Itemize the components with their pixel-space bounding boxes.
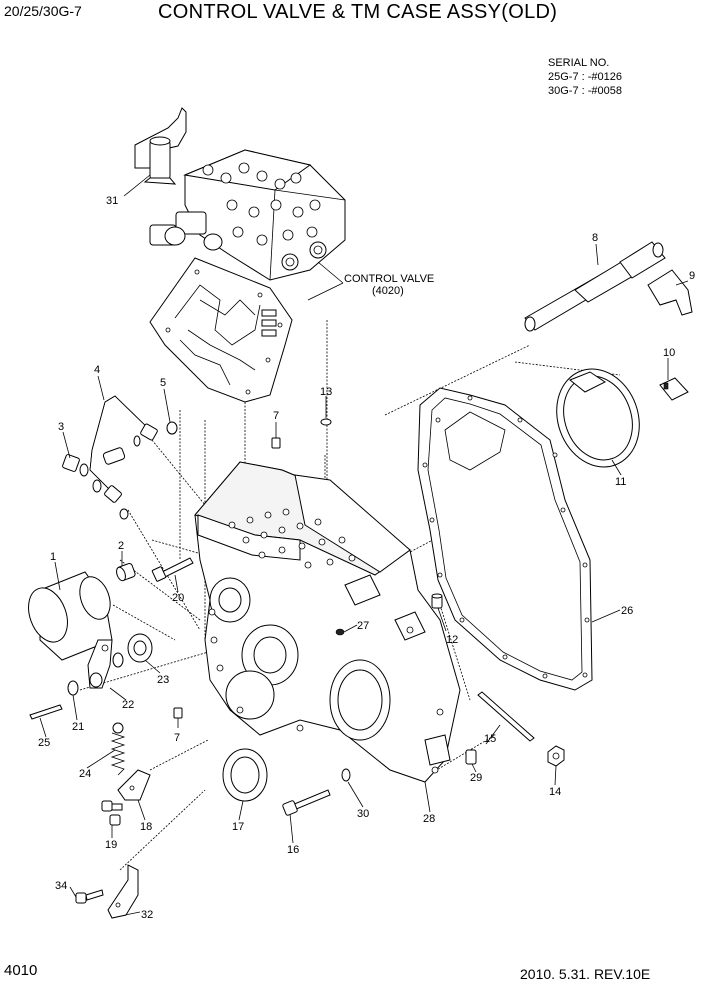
callout-26: 26	[621, 605, 633, 617]
page-title: CONTROL VALVE & TM CASE ASSY(OLD)	[158, 1, 558, 23]
bolt-16	[282, 789, 331, 816]
model-label: 20/25/30G-7	[4, 3, 82, 19]
stud-15	[477, 691, 535, 742]
washer-30	[341, 768, 351, 782]
callout-29: 29	[470, 772, 482, 784]
callout-32: 32	[141, 909, 153, 921]
shaft-8	[524, 241, 666, 332]
callout-24: 24	[79, 768, 91, 780]
callout-31: 31	[106, 195, 118, 207]
leader-lines	[39, 174, 689, 916]
gasket-23	[112, 633, 153, 668]
control-valve-code: (4020)	[372, 285, 404, 297]
oring-13	[320, 418, 332, 426]
plug-27	[335, 628, 345, 636]
callout-22: 22	[122, 699, 134, 711]
callout-17: 17	[232, 821, 244, 833]
gasket-26	[417, 387, 593, 691]
transmission-case	[194, 461, 461, 783]
callout-8: 8	[592, 232, 598, 244]
rod-25	[29, 704, 63, 720]
callout-28: 28	[423, 813, 435, 825]
callout-23: 23	[157, 674, 169, 686]
fitting-5	[102, 421, 178, 520]
band-11	[556, 368, 640, 468]
callout-7-lower: 7	[174, 732, 180, 744]
seal-17	[222, 748, 268, 802]
plug-7-top	[271, 437, 281, 449]
pin-29	[465, 749, 477, 765]
callout-30: 30	[357, 808, 369, 820]
callout-15: 15	[484, 733, 496, 745]
fitting-2	[116, 563, 136, 582]
serial-line-25g: 25G-7 : -#0126	[548, 71, 622, 83]
bolt-19	[101, 800, 123, 826]
bolt-20	[151, 557, 194, 582]
callout-3: 3	[58, 421, 64, 433]
bracket-31	[134, 107, 187, 185]
callout-12: 12	[446, 634, 458, 646]
bolt-34	[75, 889, 104, 904]
callout-1: 1	[50, 551, 56, 563]
fitting-3	[62, 454, 102, 493]
bracket-32	[107, 864, 139, 919]
callout-19: 19	[105, 839, 117, 851]
pin-21	[67, 680, 79, 696]
serial-heading: SERIAL NO.	[548, 57, 610, 69]
callout-18: 18	[140, 821, 152, 833]
serial-block: SERIAL NO. 25G-7 : -#0126 30G-7 : -#0058	[548, 56, 622, 98]
nut-14	[547, 745, 565, 767]
filter-1	[28, 571, 113, 661]
lever-22	[87, 639, 113, 689]
callout-16: 16	[287, 844, 299, 856]
control-valve-assembly	[149, 149, 346, 281]
callout-27: 27	[357, 620, 369, 632]
spring-24	[110, 722, 126, 776]
pipe-4	[89, 395, 158, 503]
callout-9: 9	[689, 270, 695, 282]
serial-line-30g: 30G-7 : -#0058	[548, 85, 622, 97]
callout-25: 25	[38, 737, 50, 749]
breather-12	[431, 593, 443, 609]
callout-4: 4	[94, 364, 100, 376]
page-number: 4010	[4, 962, 38, 979]
control-valve-name: CONTROL VALVE	[344, 273, 434, 285]
callout-numbers: 1 2 3 4 5 7 7 8 9 10 11 12 13 14 15 16 1…	[38, 195, 695, 921]
callout-7-top: 7	[273, 410, 279, 422]
callout-20: 20	[172, 592, 184, 604]
callout-34: 34	[55, 880, 67, 892]
bracket-18	[117, 769, 151, 801]
callout-11: 11	[615, 476, 626, 488]
plug-7-lower	[173, 707, 183, 719]
separator-plate	[149, 257, 293, 403]
date-revision: 2010. 5.31. REV.10E	[520, 966, 651, 982]
callout-21: 21	[72, 721, 84, 733]
callout-13: 13	[320, 386, 332, 398]
callout-2: 2	[118, 540, 124, 552]
clip-10	[659, 377, 689, 401]
callout-5: 5	[160, 377, 166, 389]
callout-10: 10	[663, 347, 675, 359]
callout-14: 14	[549, 786, 561, 798]
bracket-9	[647, 269, 693, 316]
